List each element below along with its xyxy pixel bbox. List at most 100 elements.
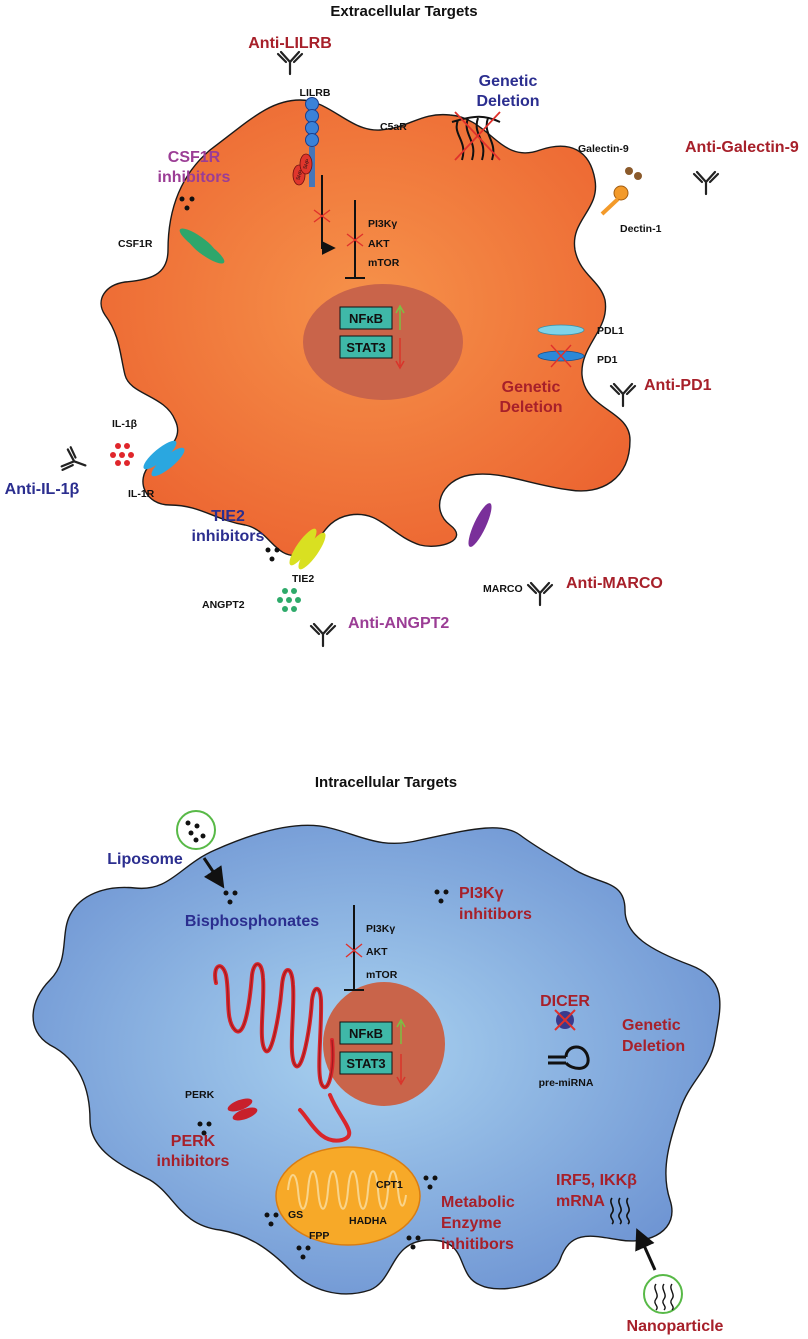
dicer-label: DICER	[540, 993, 590, 1010]
dectin1-receptor-head	[613, 185, 629, 201]
csf1r-inhibitors-label-1: CSF1R	[168, 149, 221, 166]
nanoparticle-arrow	[635, 1228, 657, 1271]
small-molecule-dots	[223, 890, 238, 905]
small-molecule-dots	[179, 196, 195, 211]
nfkb-box-top	[339, 306, 393, 330]
red-x-icon	[345, 943, 363, 958]
small-molecule-dots	[265, 547, 280, 562]
csf1r-label: CSF1R	[118, 238, 153, 250]
genetic-deletion-bottom-label-2: Deletion	[622, 1038, 685, 1055]
small-molecule-dots	[264, 1175, 438, 1260]
liposome-arrow	[202, 857, 225, 889]
mrna-icon	[654, 1283, 674, 1311]
red-x-icon	[550, 344, 572, 368]
nanoparticle-label: Nanoparticle	[627, 1318, 724, 1335]
mrna-icon	[610, 1197, 630, 1225]
c5ar-label: C5aR	[380, 121, 407, 133]
stat3-box-bottom	[339, 1051, 393, 1075]
irf5-label-1: IRF5, IKKβ	[556, 1172, 637, 1189]
lilrb-label: LILRB	[300, 87, 331, 99]
pre-mirna-hairpin-icon	[548, 1045, 590, 1070]
genetic-deletion-pd1-label-1: Genetic	[502, 379, 561, 396]
pi3k-inhibitors-label-2: inhitibors	[459, 906, 532, 923]
pathway-inhibit-line-bottom	[344, 905, 364, 991]
anti-galectin9-label: Anti-Galectin-9	[685, 139, 799, 156]
il1r-label: IL-1R	[128, 488, 155, 500]
angpt2-label: ANGPT2	[202, 599, 245, 611]
genetic-deletion-top-label-2: Deletion	[476, 93, 539, 110]
endoplasmic-reticulum	[214, 963, 334, 1088]
tie2-receptor	[298, 532, 326, 570]
anti-pd1-label: Anti-PD1	[644, 377, 712, 394]
pathway-akt-top: AKT	[368, 238, 390, 250]
csf1r-receptor	[187, 236, 225, 264]
genetic-deletion-pd1-label-2: Deletion	[499, 399, 562, 416]
down-arrow-icon	[396, 1054, 406, 1086]
galectin9-label: Galectin-9	[578, 143, 629, 155]
stat3-box-top	[339, 335, 393, 359]
liposome-label: Liposome	[107, 851, 183, 868]
red-x-icon	[454, 111, 501, 161]
marco-label: MARCO	[483, 583, 523, 595]
marco-receptor	[468, 503, 492, 547]
red-x-icon	[313, 209, 331, 223]
antibody-icon	[309, 622, 337, 648]
perk-inhibitors-label-1: PERK	[171, 1133, 216, 1150]
metabolic-label-3: inhitibors	[441, 1236, 514, 1253]
mitochondrion-cristae	[287, 1170, 407, 1210]
small-molecule-dots	[197, 1121, 212, 1136]
csf1r-inhibitors-label-2: inhibitors	[158, 169, 231, 186]
antibody-icon	[59, 445, 91, 478]
pathway-pi3k-top: PI3Kγ	[368, 218, 397, 230]
liposome-icon	[176, 810, 216, 850]
antibody-icon	[276, 50, 304, 76]
perk-inhibitors-label-2: inhibitors	[157, 1153, 230, 1170]
genetic-deletion-top-label-1: Genetic	[479, 73, 538, 90]
stat3-label-top: STAT3	[346, 340, 385, 355]
lilrb-signal-arrow	[321, 175, 336, 255]
antibody-icon	[526, 581, 554, 607]
extracellular-title: Extracellular Targets	[330, 3, 477, 20]
red-x-icon	[346, 233, 364, 247]
pathway-mtor-top: mTOR	[368, 257, 400, 269]
perk-label: PERK	[185, 1089, 215, 1101]
intracellular-title: Intracellular Targets	[315, 774, 457, 791]
nfkb-label-bottom: NFκB	[349, 1026, 383, 1041]
il1r-receptor	[151, 447, 185, 477]
tie2-label: TIE2	[292, 573, 314, 585]
bisphosphonates-label: Bisphosphonates	[185, 913, 319, 930]
il1b-dots	[110, 443, 134, 466]
pdl1-label: PDL1	[597, 325, 624, 337]
small-molecule-dots	[185, 820, 206, 843]
galectin9-molecule	[625, 167, 633, 175]
cpt1-label: CPT1	[376, 1179, 403, 1191]
pre-mirna-label: pre-miRNA	[539, 1077, 594, 1089]
nfkb-label-top: NFκB	[349, 311, 383, 326]
dectin1-receptor-stalk	[600, 197, 620, 216]
angpt2-dots	[277, 588, 301, 612]
shp-label: SHP	[302, 158, 311, 170]
metabolic-label-2: Enzyme	[441, 1215, 502, 1232]
tie2-inhibitors-label-1: TIE2	[211, 508, 245, 525]
perk-protein	[232, 1107, 258, 1121]
pathway-inhibit-line-top	[345, 200, 365, 279]
up-arrow-icon	[396, 1018, 406, 1044]
small-molecule-dots	[434, 889, 449, 904]
gs-label: GS	[288, 1209, 303, 1221]
antibody-icon	[609, 382, 637, 408]
stat3-label-bottom: STAT3	[346, 1056, 385, 1071]
down-arrow-icon	[395, 338, 405, 370]
genetic-deletion-bottom-label-1: Genetic	[622, 1017, 681, 1034]
nfkb-box-bottom	[339, 1021, 393, 1045]
anti-marco-label: Anti-MARCO	[566, 575, 663, 592]
anti-il1b-label: Anti-IL-1β	[5, 481, 80, 498]
irf5-label-2: mRNA	[556, 1193, 605, 1210]
il1b-label: IL-1β	[112, 418, 138, 430]
anti-lilrb-label: Anti-LILRB	[248, 35, 332, 52]
tie2-receptor	[289, 528, 317, 566]
il1r-receptor	[143, 440, 177, 470]
up-arrow-icon	[395, 304, 405, 330]
fpp-label: FPP	[309, 1230, 329, 1242]
shp-label: SHP	[295, 169, 304, 181]
pdl1-molecule	[537, 324, 585, 336]
